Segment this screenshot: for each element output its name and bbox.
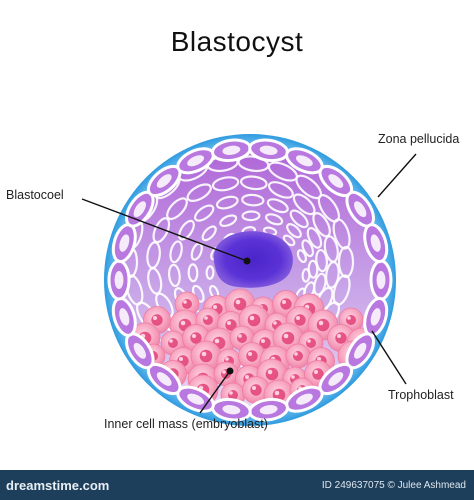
trophoblast-cell <box>107 259 131 301</box>
label-trophoblast: Trophoblast <box>388 388 454 402</box>
trophoblast-cell <box>307 259 319 279</box>
trophoblast-cell <box>166 197 188 221</box>
trophoblast-cell <box>241 193 265 207</box>
footer-bar: dreamstime.com ID 249637075 © Julee Ashm… <box>0 470 474 500</box>
trophoblast-cell <box>301 268 311 283</box>
blastocoel-pointer-dot <box>243 257 251 265</box>
label-zona-pellucida: Zona pellucida <box>378 132 460 146</box>
trophoblast-cell <box>285 147 324 175</box>
trophoblast-cell <box>289 209 309 229</box>
trophoblast-ring <box>107 138 393 422</box>
trophoblast-cell <box>323 235 339 263</box>
trophoblast-cell <box>306 227 323 249</box>
label-inner-cell-mass: Inner cell mass (embryoblast) <box>104 417 268 431</box>
icm-cell <box>213 361 239 387</box>
trophoblast-cell <box>186 183 212 202</box>
footer-image-id: ID 249637075 © Julee Ashmead <box>321 480 466 491</box>
icm-cell <box>285 343 311 369</box>
trophoblast-cell <box>266 198 289 214</box>
trophoblast-cell <box>187 263 199 283</box>
trophoblast-cell <box>211 138 252 163</box>
trophoblast-cell <box>292 193 316 216</box>
trophoblast-cell <box>267 181 294 199</box>
trophoblast-cell <box>239 175 268 191</box>
trophoblast-cell <box>201 225 217 242</box>
trophoblast-cell <box>369 259 393 301</box>
trophoblast-cell <box>176 385 215 413</box>
trophoblast-cell <box>282 234 296 247</box>
footer-brand: dreamstime.com <box>6 478 110 493</box>
icm-cell <box>190 340 222 372</box>
page-title: Blastocyst <box>170 26 304 57</box>
trophoblast-cell <box>248 397 289 422</box>
trophoblast-cell <box>315 248 328 273</box>
icm-cell <box>174 291 200 317</box>
trophoblast-cell <box>337 245 355 279</box>
trophoblast-cell <box>296 249 307 264</box>
icm-cell <box>242 376 270 404</box>
trophoblast-cell <box>264 213 284 226</box>
trophoblast-cell <box>248 138 289 163</box>
trophoblast-cell <box>286 223 302 239</box>
trophoblast-cell <box>215 195 239 210</box>
trophoblast-cell <box>211 176 240 192</box>
blastocoel-pointer-line <box>81 198 248 262</box>
trophoblast-cell <box>205 265 215 280</box>
blastocoel-region <box>213 231 293 288</box>
icm-pointer-line <box>199 370 231 414</box>
trophoblast-cell <box>363 223 389 264</box>
trophoblast-cell <box>313 272 327 296</box>
blastocyst-diagram <box>81 134 417 426</box>
trophoblast-cell <box>219 214 238 228</box>
zona-pointer-line <box>377 153 417 198</box>
trophoblast-pointer-line <box>371 330 407 385</box>
icm-cell <box>238 342 266 370</box>
trophoblast-cell <box>152 217 171 244</box>
trophoblast-cell <box>332 218 351 250</box>
trophoblast-cell <box>169 240 183 264</box>
trophoblast-cell <box>241 210 261 222</box>
icm-pointer-dot <box>226 367 234 375</box>
label-blastocoel: Blastocoel <box>6 188 64 202</box>
trophoblast-cell <box>168 263 181 288</box>
trophoblast-cell <box>194 204 215 222</box>
trophoblast-cell <box>178 219 195 241</box>
trophoblast-cell <box>301 239 315 258</box>
